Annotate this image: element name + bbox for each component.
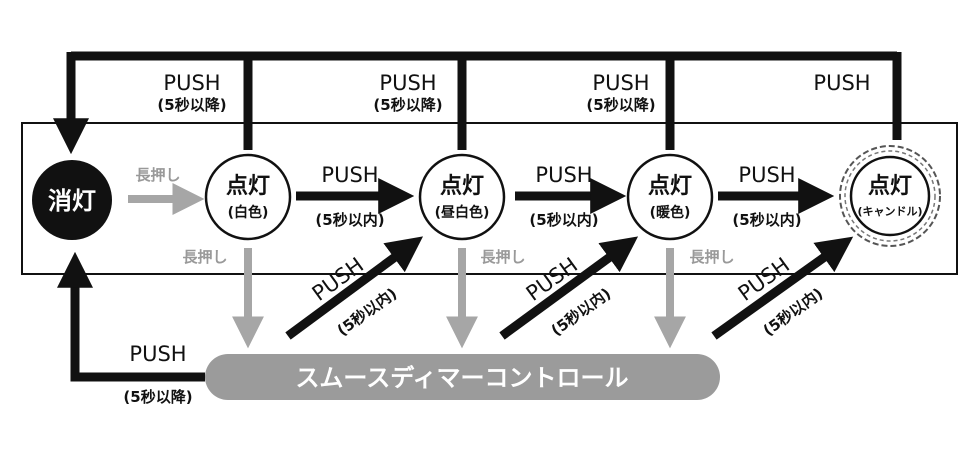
candle-node	[849, 155, 931, 237]
smooth-dimmer-label: スムースディマーコントロール	[295, 364, 628, 392]
candle-node-main: 点灯	[868, 173, 912, 199]
white-node-sub: (白色)	[228, 204, 269, 221]
smooth-dimmer-bar	[205, 354, 720, 400]
top-push-label-2: PUSH	[379, 71, 436, 95]
within5-label-neutral-warm: (5秒以内)	[529, 211, 598, 229]
top-sub-label-3: (5秒以降)	[586, 96, 655, 114]
white-node-main: 点灯	[226, 173, 270, 199]
push-label-neutral-warm: PUSH	[535, 163, 592, 187]
neutral-node-main: 点灯	[440, 173, 484, 199]
off-node	[32, 160, 112, 240]
warm-node-main: 点灯	[648, 173, 692, 199]
top-push-label-3: PUSH	[592, 71, 649, 95]
top-return-lines	[53, 51, 902, 155]
warm-node-sub: (暖色)	[650, 204, 691, 221]
bottom-return-line	[57, 251, 205, 382]
diagonal-push-arrows	[285, 236, 854, 340]
long-press-label-neutral: 長押し	[480, 248, 525, 266]
long-press-label-white: 長押し	[182, 248, 227, 266]
within5-label-warm-candle: (5秒以内)	[732, 211, 801, 229]
candle-node-sub: (キャンドル)	[857, 205, 922, 218]
off-node-label: 消灯	[48, 187, 96, 215]
top-sub-label-2: (5秒以降)	[373, 96, 442, 114]
top-push-label-4: PUSH	[813, 71, 870, 95]
neutral-node-sub: (昼白色)	[435, 204, 490, 221]
warm-node	[626, 153, 714, 241]
white-node	[204, 153, 292, 241]
bottom-push-label: PUSH	[129, 342, 186, 366]
long-press-arrows	[128, 183, 686, 349]
top-push-label-1: PUSH	[163, 71, 220, 95]
long-press-label-warm: 長押し	[689, 248, 734, 266]
bottom-sub-label: (5秒以降)	[123, 388, 192, 406]
push-label-white-neutral: PUSH	[321, 163, 378, 187]
long-press-label-off: 長押し	[135, 166, 180, 184]
within5-label-white-neutral: (5秒以内)	[315, 211, 384, 229]
push-label-warm-candle: PUSH	[738, 163, 795, 187]
neutral-node	[418, 153, 506, 241]
top-sub-label-1: (5秒以降)	[157, 96, 226, 114]
